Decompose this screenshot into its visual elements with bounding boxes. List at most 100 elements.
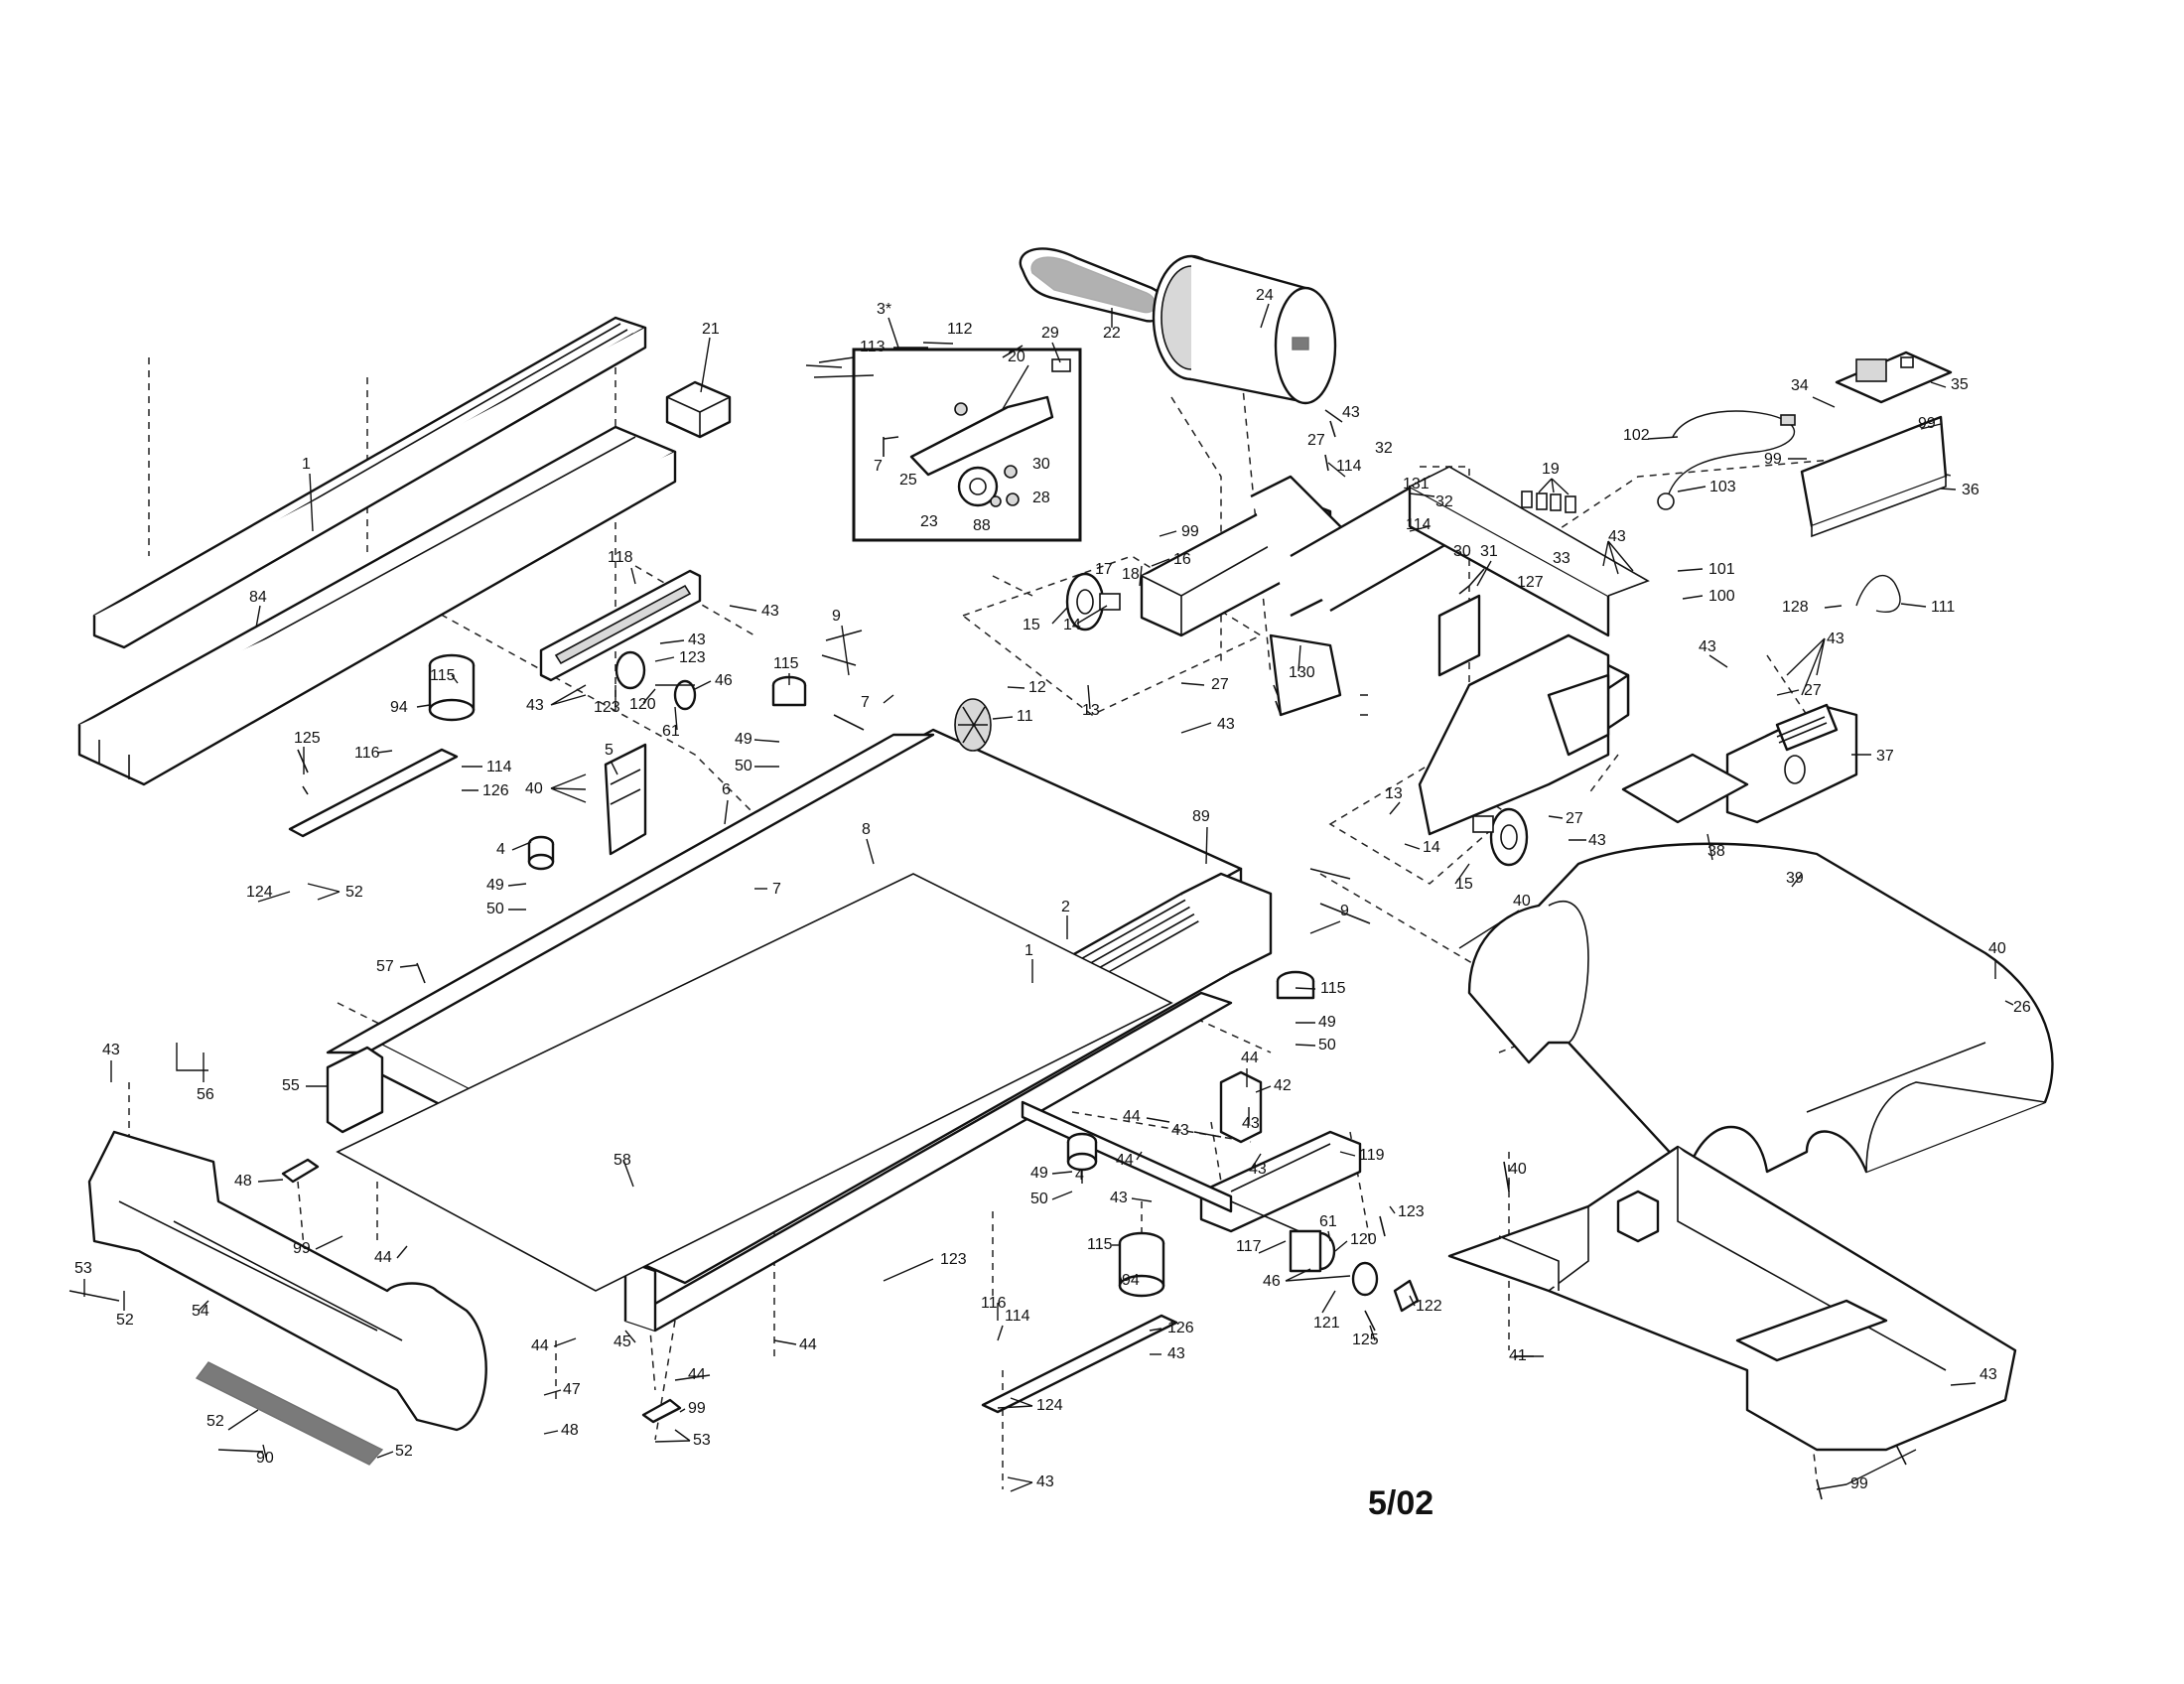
callout-label: 7	[772, 881, 781, 898]
callout-label: 56	[197, 1086, 214, 1103]
upright-frame	[1140, 466, 1650, 836]
callout-label: 32	[1435, 493, 1453, 510]
callout-label: 20	[1008, 349, 1025, 365]
callout-label: 121	[1313, 1315, 1340, 1332]
callout-label: 89	[1192, 808, 1210, 825]
callout-label: 130	[1289, 664, 1315, 681]
power-cord-102	[1657, 410, 1796, 510]
callout-label: 30	[1032, 456, 1050, 473]
callout-label: 21	[702, 321, 720, 338]
callout-label: 30	[1453, 543, 1471, 560]
callout-label: 101	[1708, 561, 1735, 578]
callout-label: 9	[1340, 903, 1349, 919]
leveler-cap-115-right	[1276, 970, 1315, 1000]
callout-label: 5	[605, 742, 614, 759]
rail-extrusion-84	[77, 425, 677, 786]
callout-label: 16	[1173, 551, 1191, 568]
callout-label: 15	[1023, 617, 1040, 633]
callout-label: 120	[1350, 1231, 1377, 1248]
callout-label: 8	[862, 821, 871, 838]
callout-label: 37	[1876, 748, 1894, 765]
wrench-56	[176, 1043, 208, 1071]
callout-label: 124	[246, 884, 273, 901]
callout-label: 125	[1352, 1332, 1379, 1348]
callout-label: 35	[1951, 376, 1969, 393]
callout-label: 43	[1979, 1366, 1997, 1383]
callout-label: 15	[1455, 876, 1473, 893]
callout-label: 14	[1063, 617, 1081, 633]
callout-label: 115	[430, 667, 456, 684]
callout-label: 43	[1699, 638, 1716, 655]
callout-labels: 1 84 21 3* 113 112 20 29 7 30 25 28 23 8…	[74, 287, 2031, 1492]
callout-label: 1	[1024, 942, 1033, 959]
callout-label: 13	[1082, 702, 1100, 719]
callout-label: 103	[1709, 479, 1736, 495]
callout-label: 44	[688, 1366, 706, 1383]
callout-label: 100	[1708, 588, 1735, 605]
callout-label: 115	[1320, 980, 1346, 997]
callout-label: 131	[1403, 476, 1430, 492]
callout-label: 126	[482, 782, 509, 799]
callout-label: 50	[1318, 1037, 1336, 1053]
callout-label: 123	[1398, 1203, 1425, 1220]
callout-label: 88	[973, 517, 991, 534]
front-end-cap-54	[87, 1130, 487, 1432]
callout-label: 28	[1032, 490, 1050, 506]
callout-label: 23	[920, 513, 938, 530]
callout-label: 4	[1075, 1167, 1084, 1184]
callout-label: 44	[1241, 1050, 1259, 1066]
callout-label: 123	[594, 699, 620, 716]
callout-label: 114	[1005, 1308, 1030, 1325]
callout-label: 44	[531, 1337, 549, 1354]
callout-label: 55	[282, 1077, 300, 1094]
callout-label: 47	[563, 1381, 581, 1398]
incline-frame-119	[1021, 1100, 1362, 1237]
callout-label: 49	[735, 731, 752, 748]
callout-label: 111	[1931, 599, 1955, 616]
electronics-board-38	[1621, 753, 1749, 824]
bumper-4-upper	[527, 835, 555, 871]
leveler-42	[1219, 1070, 1263, 1144]
callout-label: 99	[293, 1240, 311, 1257]
callout-label: 32	[1375, 440, 1393, 457]
callout-label: 50	[735, 758, 752, 774]
mounting-plate-116-upper	[288, 748, 459, 838]
callout-label: 43	[1242, 1115, 1260, 1132]
callout-label: 43	[688, 632, 706, 648]
callout-label: 113	[860, 339, 886, 355]
callout-label: 49	[486, 877, 504, 894]
callout-label: 52	[206, 1413, 224, 1430]
callout-label: 13	[1385, 785, 1403, 802]
callout-label: 4	[496, 841, 505, 858]
callout-label: 122	[1416, 1298, 1442, 1315]
callout-label: 26	[2013, 999, 2031, 1016]
callout-label: 27	[1566, 810, 1583, 827]
callout-label: 94	[1122, 1272, 1140, 1289]
callout-label: 52	[116, 1312, 134, 1329]
callout-label: 114	[486, 759, 512, 775]
callout-label: 48	[234, 1173, 252, 1190]
callout-label: 17	[1095, 561, 1113, 578]
callout-label: 43	[761, 603, 779, 620]
callout-label: 39	[1786, 870, 1804, 887]
leader-lines	[83, 303, 2014, 1492]
callout-label: 40	[525, 780, 543, 797]
callout-label: 43	[526, 697, 544, 714]
callout-label: 99	[1918, 415, 1936, 432]
callout-label: 27	[1804, 682, 1822, 699]
callout-label: 115	[773, 655, 799, 672]
callout-label: 52	[345, 884, 363, 901]
callout-label: 61	[662, 723, 680, 740]
callout-label: 19	[1542, 461, 1560, 478]
roller-wheel-15-lower	[1472, 807, 1529, 867]
callout-label: 99	[688, 1400, 706, 1417]
frame-bottom-45	[623, 991, 1233, 1333]
pulley-120-upper	[614, 650, 697, 711]
electronics-plate-36	[1800, 415, 1948, 538]
callout-label: 43	[1110, 1190, 1128, 1206]
callout-label: 29	[1041, 325, 1059, 342]
bracket-21	[665, 380, 732, 439]
callout-label: 46	[1263, 1273, 1281, 1290]
callout-label: 7	[874, 458, 883, 475]
callout-label: 34	[1791, 377, 1809, 394]
